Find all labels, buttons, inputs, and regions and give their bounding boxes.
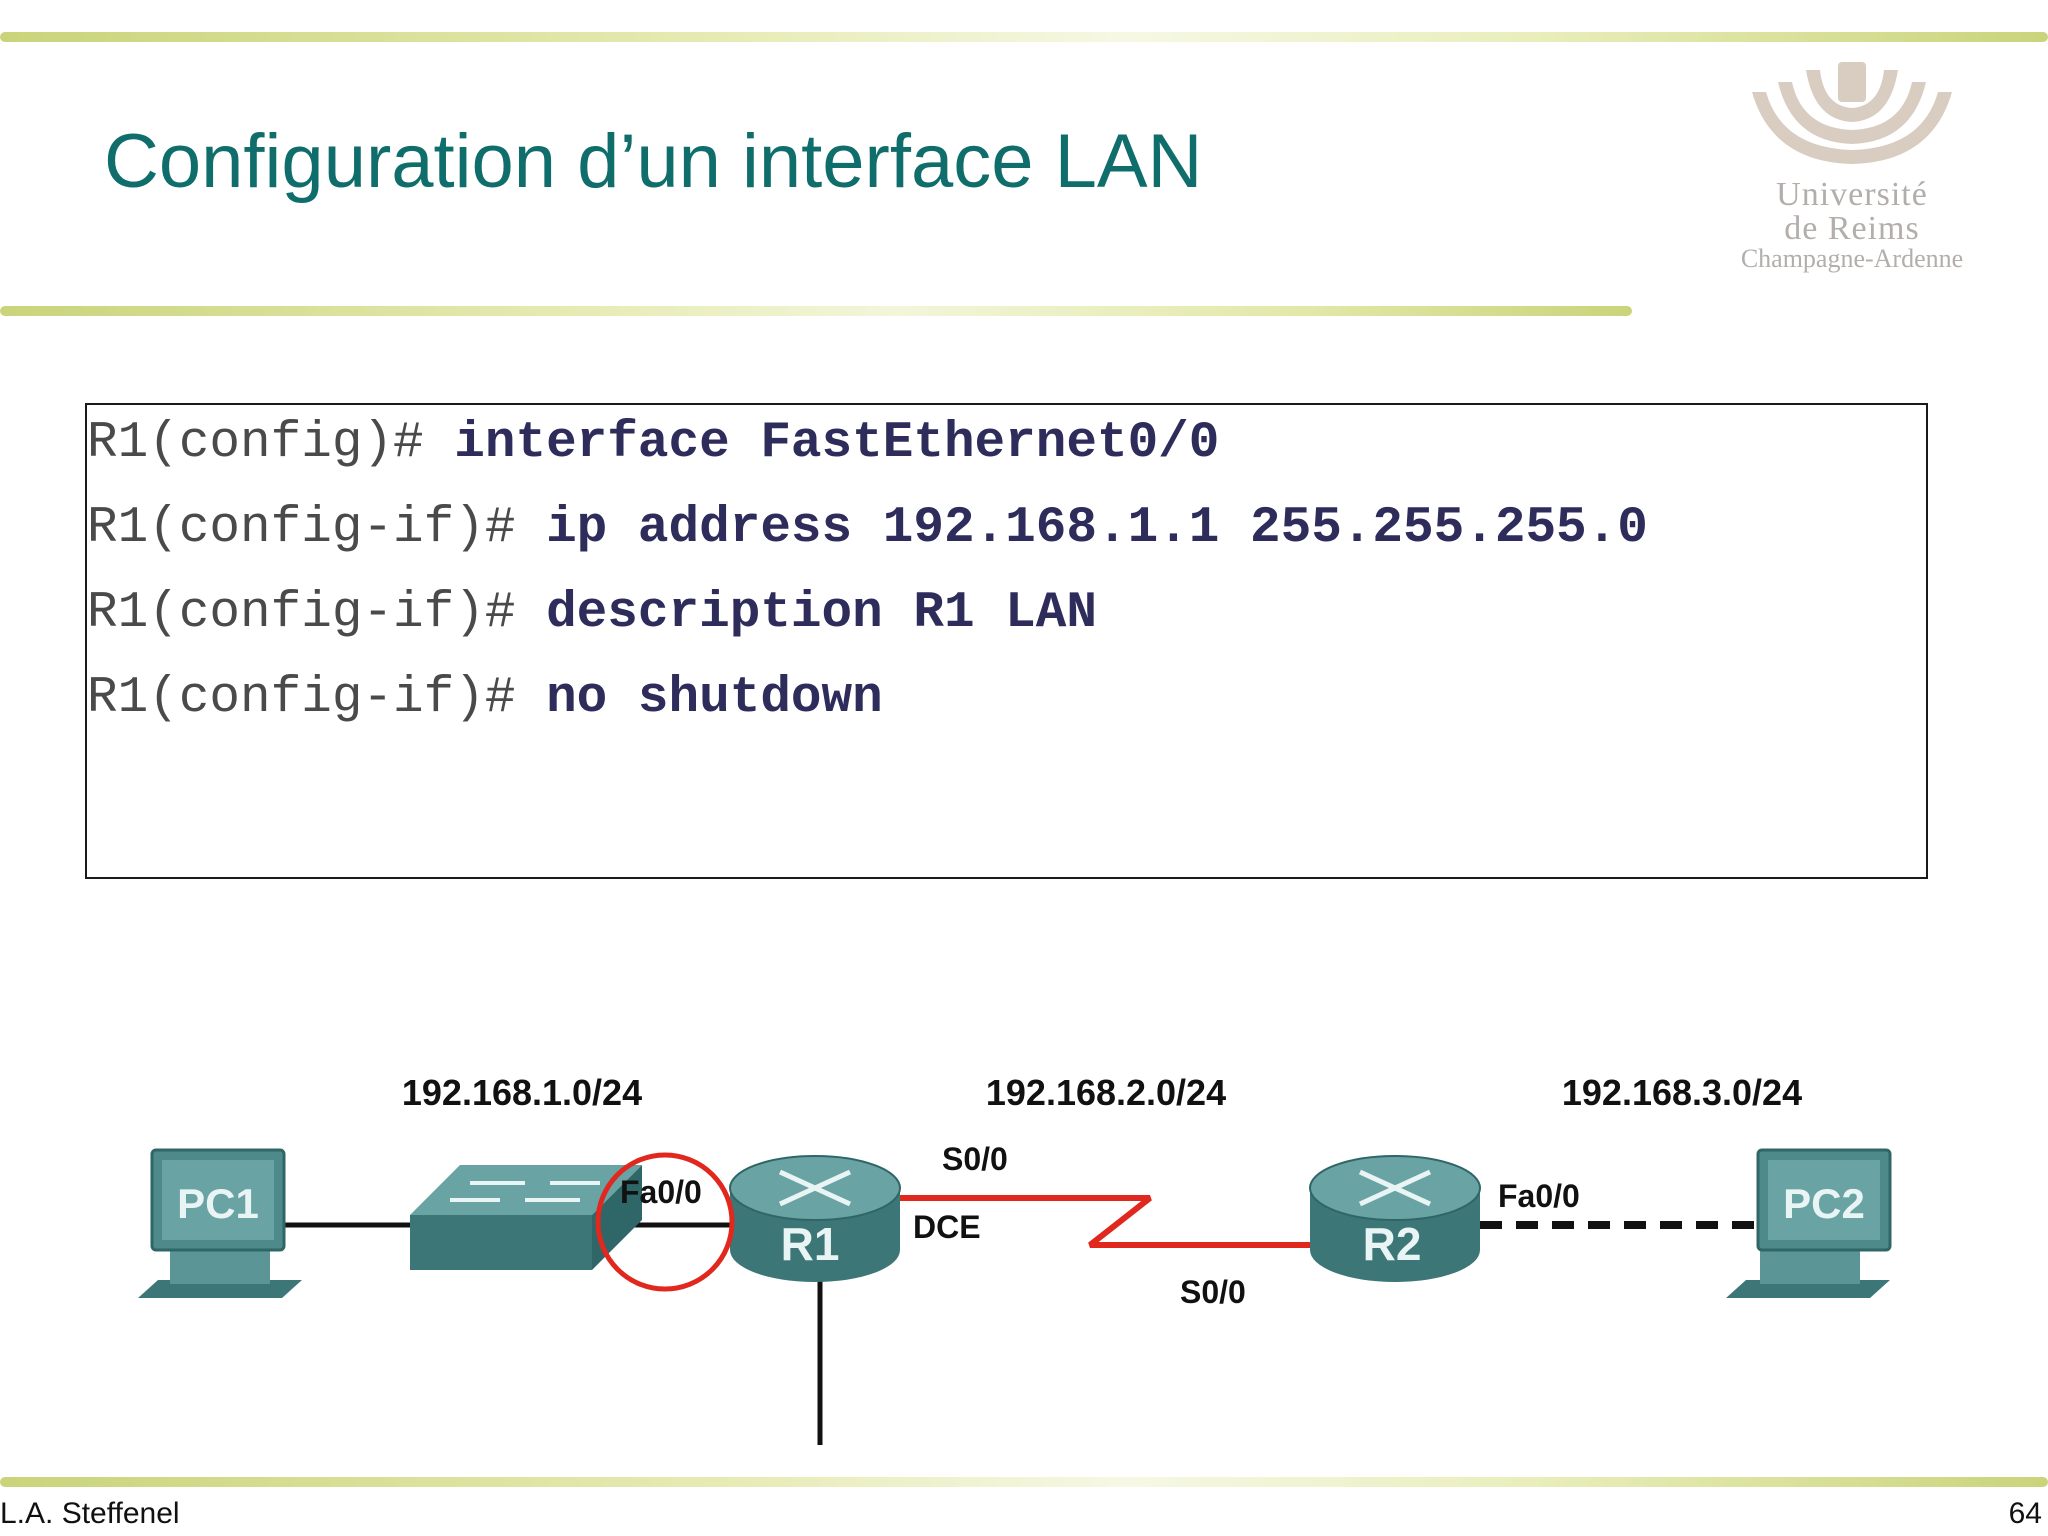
cli-prompt: R1(config-if)# <box>87 500 547 557</box>
logo-text-line: de Reims <box>1784 210 1920 247</box>
device-label: R1 <box>781 1218 840 1270</box>
command-line: R1(config-if)# ip address 192.168.1.1 25… <box>87 500 1648 557</box>
command-box: R1(config)# interface FastEthernet0/0 R1… <box>85 403 1928 879</box>
pc2-computer-icon: PC2 <box>1726 1148 1892 1298</box>
slide-title: Configuration d’un interface LAN <box>104 119 1203 204</box>
network-topology-diagram: PC1 R1 R2 <box>138 1072 1892 1445</box>
page-number: 64 <box>2008 1497 2042 1530</box>
device-label: R2 <box>1363 1218 1422 1270</box>
switch-icon <box>410 1165 642 1270</box>
router-r2-icon: R2 <box>1309 1155 1481 1282</box>
command-line: R1(config)# interface FastEthernet0/0 <box>87 415 1219 472</box>
command-line: R1(config-if)# description R1 LAN <box>87 585 1097 642</box>
footer-divider <box>0 1477 2048 1487</box>
cli-prompt: R1(config-if)# <box>87 585 547 642</box>
device-label: PC2 <box>1783 1180 1865 1227</box>
router-r1-icon: R1 <box>729 1155 901 1282</box>
network-label: 192.168.3.0/24 <box>1562 1072 1802 1113</box>
cli-command: ip address 192.168.1.1 255.255.255.0 <box>546 500 1648 557</box>
interface-label: Fa0/0 <box>1498 1178 1580 1214</box>
title-divider <box>0 306 1632 316</box>
device-label: PC1 <box>177 1180 259 1227</box>
dce-label: DCE <box>913 1209 981 1245</box>
pc1-computer-icon: PC1 <box>138 1148 302 1298</box>
interface-label: S0/0 <box>942 1141 1008 1177</box>
logo-text-line: Université <box>1776 176 1928 213</box>
network-label: 192.168.2.0/24 <box>986 1072 1226 1113</box>
cli-command: no shutdown <box>546 670 883 727</box>
serial-link <box>895 1195 1330 1248</box>
top-divider <box>0 32 2048 42</box>
interface-label: Fa0/0 <box>620 1174 702 1210</box>
cli-command: interface FastEthernet0/0 <box>454 415 1220 472</box>
cli-prompt: R1(config-if)# <box>87 670 547 727</box>
university-logo: Université de Reims Champagne-Ardenne <box>1672 62 2032 282</box>
interface-label: S0/0 <box>1180 1274 1246 1310</box>
cli-prompt: R1(config)# <box>87 415 455 472</box>
network-label: 192.168.1.0/24 <box>402 1072 642 1113</box>
author-footer: L.A. Steffenel <box>0 1497 180 1530</box>
logo-text-line: Champagne-Ardenne <box>1740 244 1964 273</box>
cli-command: description R1 LAN <box>546 585 1097 642</box>
logo-emblem-icon <box>1752 62 1952 164</box>
highlight-circle <box>595 1152 735 1292</box>
command-line: R1(config-if)# no shutdown <box>87 670 883 727</box>
